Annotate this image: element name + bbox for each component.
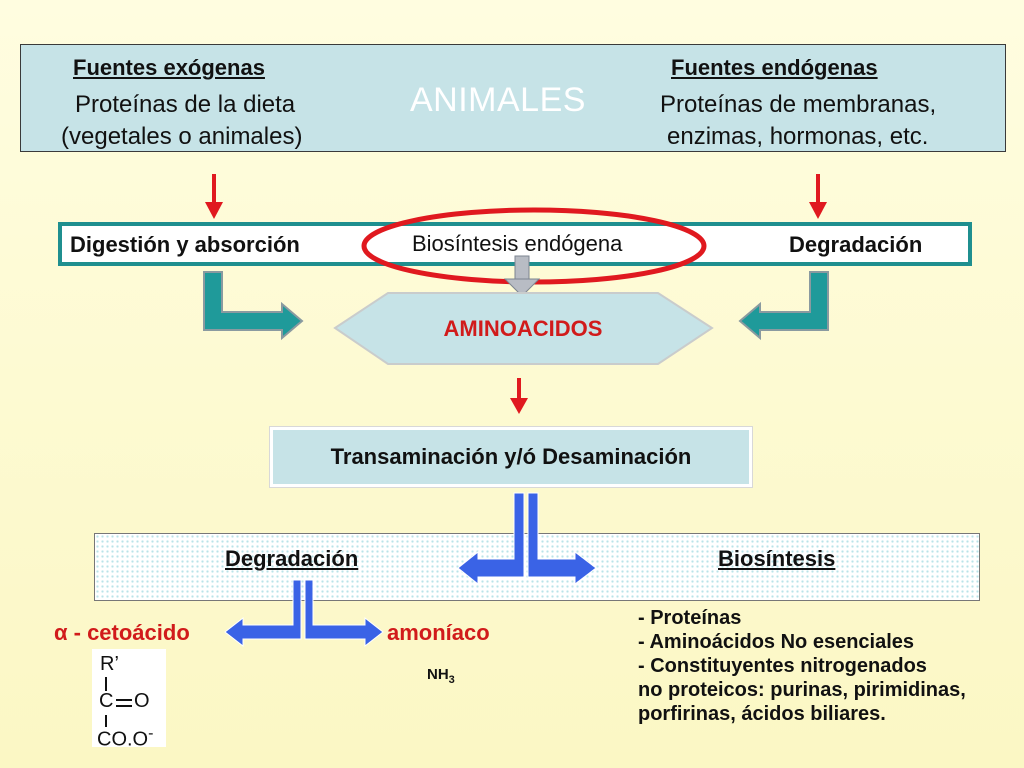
arrow-degradation-elbow [738,271,829,341]
arrow-endogenous-down [809,174,827,219]
fate-biosynthesis-label: Biosíntesis [718,546,836,571]
transamination-label: Transaminación y/ó Desaminación [330,444,692,469]
ketoacid-label: α - cetoácido [54,620,190,645]
fate-degradation-label: Degradación [225,546,359,571]
endogenous-sources-title: Fuentes endógenas [671,55,878,80]
endogenous-sources-line1: Proteínas de membranas, [660,91,937,118]
degradation-label: Degradación [789,232,923,257]
biosynthesis-endogenous-label: Biosíntesis endógena [412,231,623,256]
digestion-label: Digestión y absorción [70,232,300,257]
biosynthesis-list: - Proteínas - Aminoácidos No esenciales … [638,606,966,726]
exogenous-sources-line2: (vegetales o animales) [61,123,303,150]
animals-title: ANIMALES [410,81,586,119]
structure-oxygen: O [134,690,150,712]
arrow-exogenous-down [205,174,223,219]
structure-carboxyl: CO.O- [97,725,154,751]
list-item: - Proteínas [638,607,742,629]
structure-carbon: C [99,690,114,712]
ammonia-formula: NH3 [427,666,455,686]
ammonia-label: amoníaco [387,620,490,645]
arrow-biosynthesis-down [503,255,541,297]
arrow-split-products [224,579,384,648]
ketoacid-structure: R’ C O CO.O- [92,649,166,751]
arrow-split-fates [457,492,597,586]
structure-r-group: R’ [100,653,119,675]
structure-double-bond-2 [116,705,132,707]
structure-double-bond-1 [116,699,132,701]
list-item: no proteicos: purinas, pirimidinas, [638,679,966,701]
structure-bond-bottom [105,715,107,727]
exogenous-sources-title: Fuentes exógenas [73,55,265,80]
arrow-digestion-elbow [203,271,304,341]
arrow-aminoacids-down [510,378,528,414]
aminoacids-hexagon [333,292,714,365]
endogenous-sources-line2: enzimas, hormonas, etc. [667,123,929,150]
transamination-box: Transaminación y/ó Desaminación [269,426,753,488]
structure-bond-top [105,677,107,691]
aminoacids-label: AMINOACIDOS [443,316,603,341]
list-item: porfirinas, ácidos biliares. [638,703,886,725]
exogenous-sources-line1: Proteínas de la dieta [75,91,296,118]
list-item: - Constituyentes nitrogenados [638,655,927,677]
highlight-ellipse [361,207,707,285]
list-item: - Aminoácidos No esenciales [638,631,915,653]
sources-panel: Fuentes exógenas Proteínas de la dieta (… [20,44,1006,152]
